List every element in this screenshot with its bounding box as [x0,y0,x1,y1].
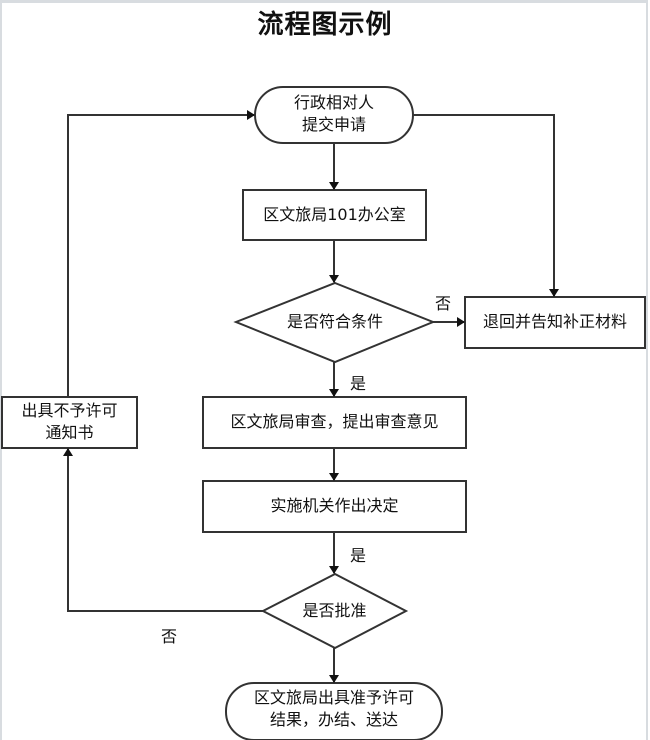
edge-deny-start [67,110,255,397]
node-start-line-1: 行政相对人 [293,93,374,112]
node-end-line-2: 结果，办结、送达 [269,710,398,729]
node-end: 区文旅局出具准予许可 结果，办结、送达 [226,687,442,731]
node-deny-line-2: 通知书 [45,423,94,442]
node-decide: 实施机关作出决定 [270,496,399,515]
node-end-line-1: 区文旅局出具准予许可 [253,688,414,707]
edge-start-return [413,114,559,297]
edge-approve-deny [63,448,263,612]
node-check: 是否符合条件 [286,312,383,331]
node-start: 行政相对人 提交申请 [255,92,413,136]
node-return-shape [464,296,646,349]
node-deny-line-1: 出具不予许可 [21,401,118,420]
node-office: 区文旅局101办公室 [263,205,406,224]
diagram-title: 流程图示例 [257,10,393,40]
node-return: 退回并告知补正材料 [482,312,627,331]
edge-label-approve-no: 否 [161,627,178,646]
node-review: 区文旅局审查，提出审查意见 [230,412,439,431]
node-deny: 出具不予许可 通知书 [2,400,137,444]
node-start-line-2: 提交申请 [301,115,366,134]
node-approve: 是否批准 [302,601,367,620]
edge-label-decide-yes: 是 [350,546,367,565]
node-end-shape [225,682,443,740]
edge-label-check-no: 否 [435,294,452,313]
node-deny-shape [1,396,138,449]
edge-label-check-yes: 是 [350,374,367,393]
